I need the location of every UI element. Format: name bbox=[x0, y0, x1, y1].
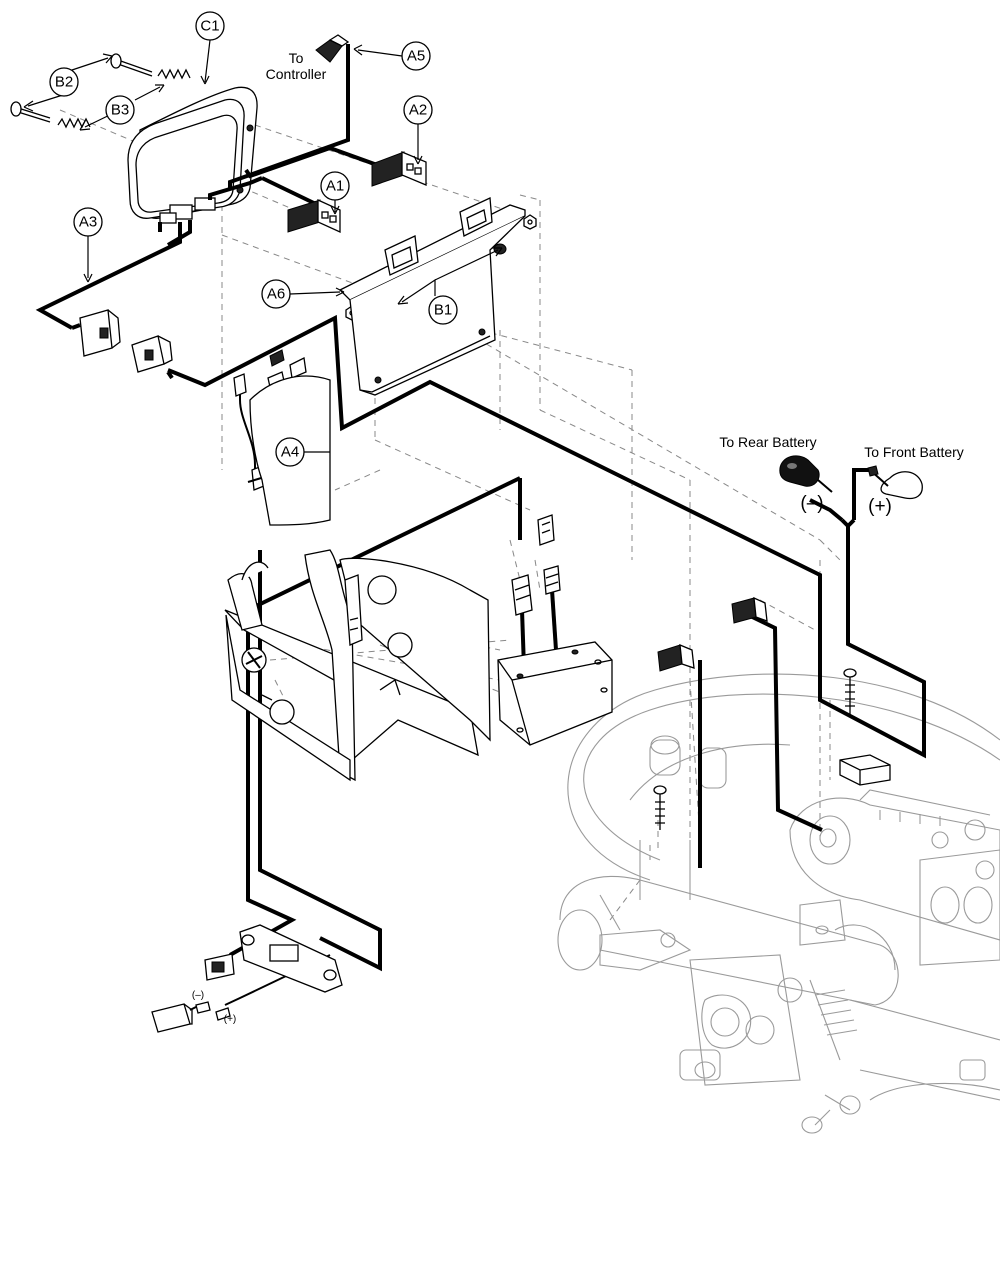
charger-port-assembly bbox=[151, 924, 343, 1033]
charger-panel bbox=[224, 549, 491, 782]
callout-a4: A4 bbox=[275, 437, 305, 467]
callout-a6: A6 bbox=[261, 279, 291, 309]
callout-a5: A5 bbox=[401, 41, 431, 71]
text-labels: To Controller To Rear Battery To Front B… bbox=[192, 50, 964, 1025]
callout-a3-text: A3 bbox=[79, 214, 97, 231]
battery-terminals bbox=[779, 455, 923, 500]
connector-center-left bbox=[657, 643, 695, 672]
callout-b2-text: B2 bbox=[55, 74, 73, 91]
connector-a3-right bbox=[131, 335, 173, 373]
connectors bbox=[79, 34, 768, 672]
connector-charger-left bbox=[511, 574, 533, 616]
front-battery-terminal-icon bbox=[867, 465, 923, 500]
controller-module-c1 bbox=[127, 86, 258, 224]
callout-a6-text: A6 bbox=[267, 286, 285, 303]
callout-c1: C1 bbox=[195, 11, 225, 41]
wheelchair-base-frame bbox=[557, 673, 1000, 1134]
connector-charger-upper bbox=[537, 514, 555, 546]
label-to-rear-battery: To Rear Battery bbox=[719, 434, 816, 450]
callout-a5-text: A5 bbox=[407, 48, 425, 65]
label-small-negative: (–) bbox=[192, 990, 204, 1001]
callout-b1-text: B1 bbox=[434, 302, 452, 319]
callout-a1: A1 bbox=[320, 171, 350, 201]
label-to-front-battery: To Front Battery bbox=[864, 444, 964, 460]
mounting-bolts bbox=[366, 301, 857, 830]
callout-leaders bbox=[23, 39, 503, 453]
dashed-guide-lines bbox=[59, 109, 841, 921]
connector-charger-right bbox=[543, 565, 561, 595]
mounting-bracket bbox=[338, 197, 526, 396]
callout-b3-text: B3 bbox=[111, 102, 129, 119]
callout-b3: B3 bbox=[105, 95, 135, 125]
connector-to-controller bbox=[315, 34, 350, 63]
label-to-controller-line1: To bbox=[289, 50, 304, 66]
callout-a2-text: A2 bbox=[409, 102, 427, 119]
electronic-module-box bbox=[497, 641, 613, 746]
callout-b1: B1 bbox=[428, 295, 458, 325]
connector-a4 bbox=[233, 349, 307, 491]
callout-b2: B2 bbox=[49, 67, 79, 97]
rear-battery-terminal-icon bbox=[779, 455, 833, 493]
label-positive: (+) bbox=[868, 496, 892, 517]
callout-c1-text: C1 bbox=[200, 18, 219, 35]
connector-a3-left bbox=[79, 309, 121, 357]
label-negative: (–) bbox=[800, 493, 823, 514]
callout-a3: A3 bbox=[73, 207, 103, 237]
callout-a4-text: A4 bbox=[281, 444, 299, 461]
connector-center-right bbox=[731, 596, 768, 624]
label-small-positive: (+) bbox=[224, 1014, 237, 1025]
callout-a2: A2 bbox=[403, 95, 433, 125]
b2-bolts bbox=[10, 53, 153, 123]
connector-a1 bbox=[287, 198, 341, 234]
label-to-controller-line2: Controller bbox=[266, 66, 327, 82]
callout-a1-text: A1 bbox=[326, 178, 344, 195]
